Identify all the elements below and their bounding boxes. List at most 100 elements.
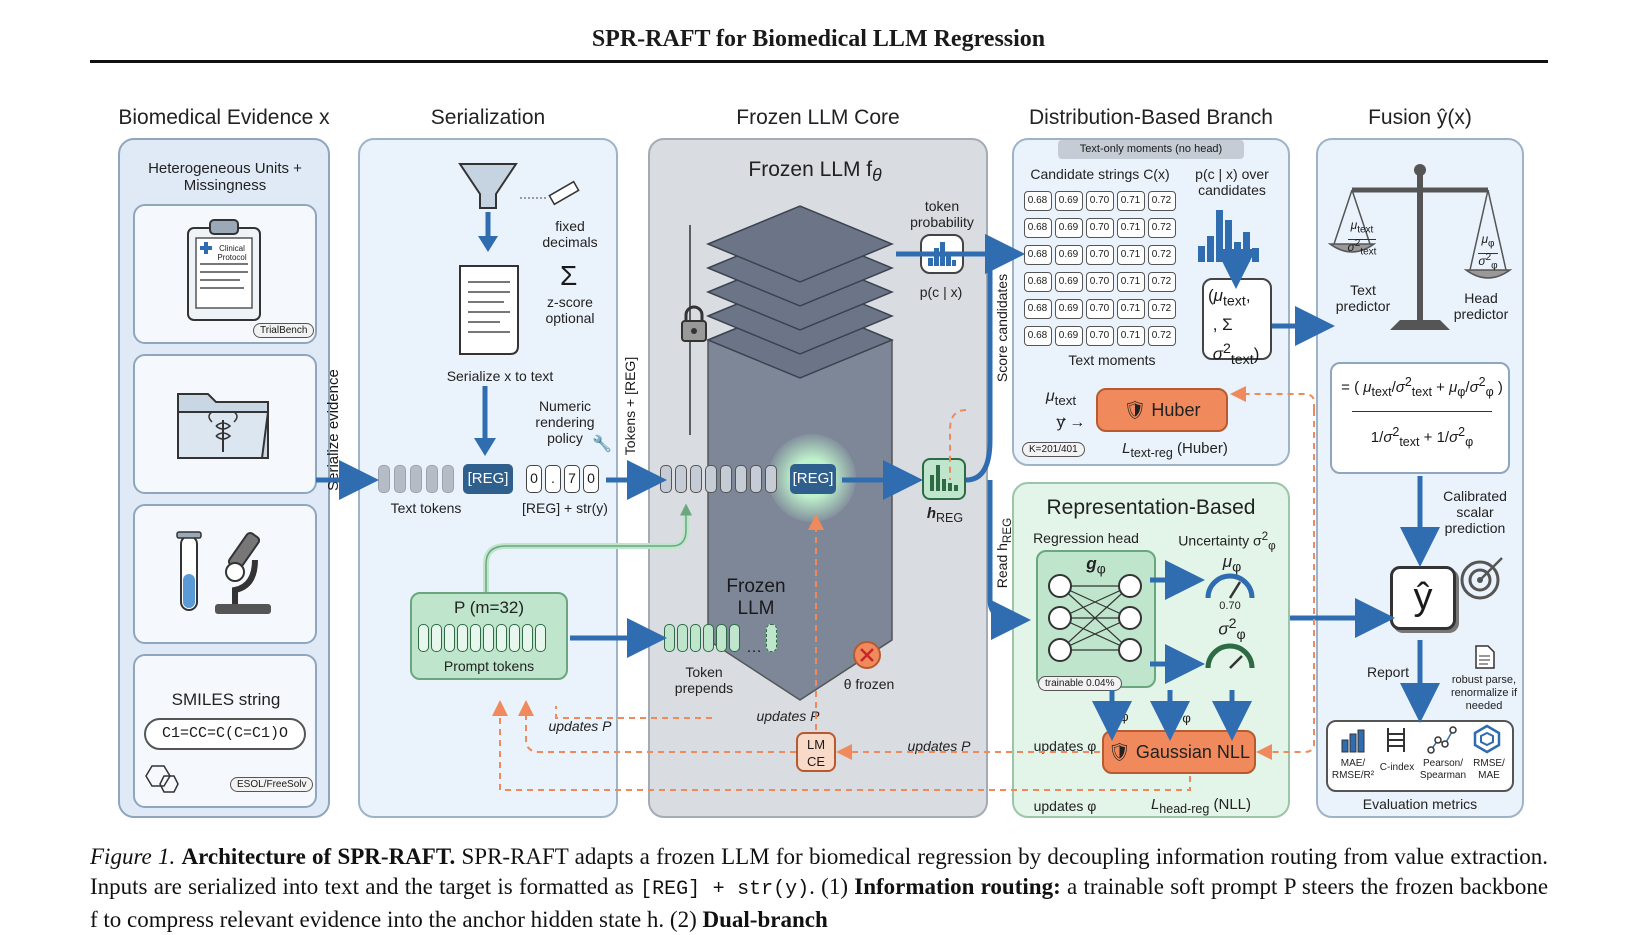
funnel-icon xyxy=(458,163,518,252)
score-candidates-label: Score candidates xyxy=(994,273,1010,383)
digit-token: 7 xyxy=(564,465,580,493)
serialize-evidence-label: Serialize evidence xyxy=(325,369,342,491)
gauge-mu-icon xyxy=(1205,573,1255,599)
candidate-value: 0.68 xyxy=(1023,218,1052,238)
candidate-value: 0.69 xyxy=(1054,272,1083,292)
candidate-value: 0.70 xyxy=(1085,299,1114,319)
candidate-value: 0.70 xyxy=(1085,218,1114,238)
core-token-row xyxy=(660,465,777,498)
updates-phi-label-1: updates φ xyxy=(1033,738,1097,754)
regression-head-label: Regression head xyxy=(1033,530,1139,546)
esol-chip: ESOL/FreeSolv xyxy=(230,777,314,792)
candidate-value: 0.70 xyxy=(1085,245,1114,265)
mu-phi-label: μφ xyxy=(1222,552,1242,576)
calibrated-label: Calibrated scalar prediction xyxy=(1443,488,1507,537)
candidate-value: 0.68 xyxy=(1023,326,1052,346)
lm-ce-box: LM CE xyxy=(796,732,836,772)
uncertainty-label: Uncertainty σ2φ xyxy=(1178,530,1276,553)
frozen-x-icon xyxy=(853,641,881,669)
candidates-histogram-icon xyxy=(1198,210,1259,262)
text-moments-label: Text moments xyxy=(1068,352,1156,368)
huber-loss-box: 🛡 Huber xyxy=(1096,388,1228,432)
reg-token: [REG] xyxy=(463,464,513,494)
pcx-over-label: p(c | x) over candidates xyxy=(1195,166,1269,199)
clipboard-icon xyxy=(187,219,261,321)
wrench-icon: 🔧 xyxy=(592,436,612,453)
balance-scale-icon xyxy=(1327,164,1513,330)
metric-label: MAE/ RMSE/R² xyxy=(1331,758,1375,781)
down-arrow xyxy=(474,386,496,456)
digit-token: 0 xyxy=(583,465,599,493)
column-title-fusion: Fusion ŷ(x) xyxy=(1368,106,1472,129)
candidate-value: 0.68 xyxy=(1023,299,1052,319)
l-head-reg-label: Lhead-reg (NLL) xyxy=(1150,796,1252,816)
y-loss-label: y xyxy=(1230,702,1238,719)
document-icon xyxy=(1475,645,1495,669)
report-label: Report xyxy=(1366,664,1410,680)
candidate-value: 0.72 xyxy=(1147,299,1176,319)
h-reg-bars-icon xyxy=(930,465,958,491)
figure-caption: Figure 1. Architecture of SPR-RAFT. SPR-… xyxy=(90,844,1549,932)
bar-chart-icon xyxy=(1341,729,1365,753)
column-title-evidence: Biomedical Evidence x xyxy=(118,106,330,129)
text-token xyxy=(378,465,390,493)
k-chip: K=201/401 xyxy=(1022,442,1085,457)
candidate-value: 0.71 xyxy=(1116,245,1145,265)
candidate-value: 0.69 xyxy=(1054,218,1083,238)
y-hat-box: ŷ xyxy=(1390,566,1456,630)
column-title-frozen-core: Frozen LLM Core xyxy=(736,106,900,129)
y-input-label: y → xyxy=(1056,414,1086,431)
frozen-llm-label: Frozen LLM xyxy=(726,576,786,619)
ruler-icon xyxy=(520,180,580,206)
shield-icon: 🛡 xyxy=(1108,742,1131,762)
candidate-value: 0.70 xyxy=(1085,191,1114,211)
tokens-reg-label: Tokens + [REG] xyxy=(622,356,638,456)
clinical-protocol-label: Clinical Protocol xyxy=(217,244,247,263)
candidate-value: 0.68 xyxy=(1023,272,1052,292)
smiles-value: C1=CC=C(C=C1)O xyxy=(144,718,306,750)
prompt-tokens-label: Prompt tokens xyxy=(443,658,535,674)
frozen-llm-title: Frozen LLM fθ xyxy=(748,158,882,186)
candidate-strings-label: Candidate strings C(x) xyxy=(1030,166,1170,182)
candidate-value: 0.72 xyxy=(1147,245,1176,265)
column-title-serialization: Serialization xyxy=(430,106,546,129)
candidate-value: 0.71 xyxy=(1116,218,1145,238)
fusion-formula: = ( μtext/σ2text + μφ/σ2φ ) 1/σ2text + 1… xyxy=(1341,375,1503,449)
lock-icon xyxy=(681,305,707,342)
theta-frozen-label: θ frozen xyxy=(843,676,895,692)
mlp-icon xyxy=(1048,574,1142,662)
candidate-value: 0.70 xyxy=(1085,272,1114,292)
g-phi-label: gφ xyxy=(1086,554,1106,578)
text-token xyxy=(410,465,422,493)
text-tokens-label: Text tokens xyxy=(390,500,462,516)
scatter-icon xyxy=(1427,726,1457,754)
digit-token: . xyxy=(545,465,561,493)
gaussian-nll-box: 🛡 Gaussian NLL xyxy=(1102,730,1256,774)
metric-label: Pearson/ Spearman xyxy=(1419,758,1467,781)
mu-text-input-label: μtext → xyxy=(1045,388,1077,426)
histogram-icon xyxy=(928,242,956,266)
updates-p-label-2: updates P xyxy=(756,708,820,724)
trialbench-chip: TrialBench xyxy=(253,323,315,338)
candidate-value: 0.71 xyxy=(1116,326,1145,346)
lab-icon xyxy=(176,531,271,614)
candidate-value: 0.72 xyxy=(1147,272,1176,292)
text-token xyxy=(426,465,438,493)
gauge-value: 0.70 xyxy=(1219,600,1241,612)
token-prepends-label: Token prepends xyxy=(674,664,734,697)
candidate-value: 0.69 xyxy=(1054,299,1083,319)
updates-p-label-3: updates P xyxy=(907,738,971,754)
candidate-value: 0.71 xyxy=(1116,272,1145,292)
text-token xyxy=(442,465,454,493)
medical-folder-icon xyxy=(177,393,270,459)
robust-parse-label: robust parse, renormalize if needed xyxy=(1450,674,1518,712)
benzene-icon xyxy=(145,765,179,793)
candidate-value: 0.68 xyxy=(1023,245,1052,265)
target-icon xyxy=(1460,557,1503,600)
